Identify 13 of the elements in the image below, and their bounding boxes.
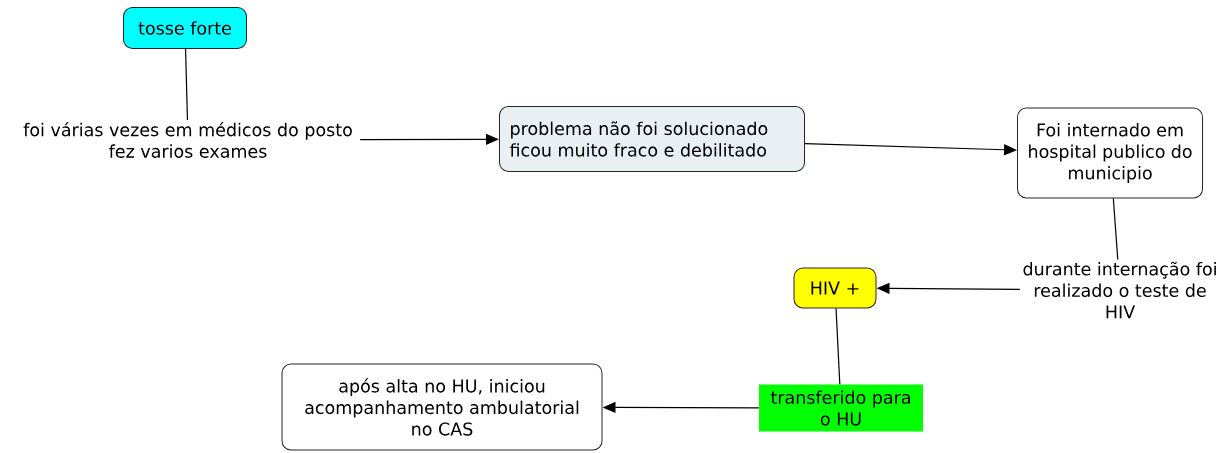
concept-box: HIV + bbox=[793, 267, 877, 309]
linking-phrase: durante internação foi realizado o teste de HIV bbox=[1023, 261, 1216, 319]
connector-line bbox=[1112, 197, 1119, 261]
connector-line bbox=[835, 307, 841, 385]
concept-box: problema não foi solucionado ficou muito fraco e debilitado bbox=[499, 106, 805, 172]
arrow bbox=[359, 133, 499, 145]
linking-phrase: foi várias vezes em médicos do posto fez varios exames bbox=[23, 122, 352, 158]
linking-phrase: transferido para o HU bbox=[759, 384, 923, 432]
concept-box: tosse forte bbox=[123, 7, 247, 49]
connector-line bbox=[184, 48, 189, 121]
concept-box: Foi internado em hospital publico do municipio bbox=[1017, 107, 1203, 199]
arrow bbox=[804, 143, 1017, 156]
concept-box: após alta no HU, iniciou acompanhamento ambulatorial no CAS bbox=[281, 363, 603, 451]
